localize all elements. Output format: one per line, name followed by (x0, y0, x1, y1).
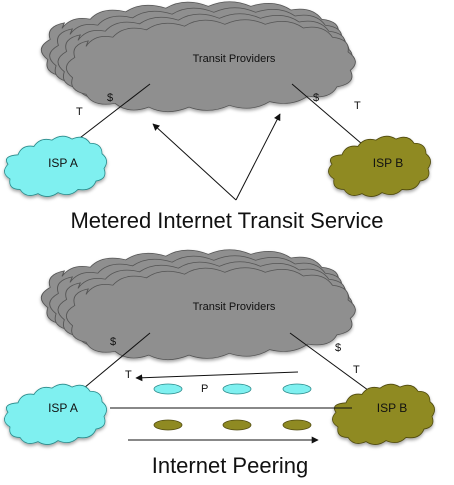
top-arrow-left (152, 123, 237, 201)
flow-arrow-to-isp-a (135, 371, 299, 382)
bottom-isp-a-label: ISP A (48, 401, 78, 415)
bottom-right-link-dollar: $ (335, 342, 341, 354)
packet-cyan-3 (282, 383, 312, 395)
top-left-link-t: T (76, 106, 83, 118)
top-caption: Metered Internet Transit Service (70, 208, 383, 233)
top-arrow-right (235, 113, 281, 201)
top-isp-b-label: ISP B (373, 156, 403, 170)
top-right-link-t: T (354, 100, 361, 112)
bottom-isp-b-label: ISP B (377, 401, 407, 415)
bottom-link-left (77, 332, 151, 394)
bottom-caption: Internet Peering (152, 453, 309, 478)
flow-t-label: T (125, 369, 132, 381)
top-left-link-dollar: $ (107, 92, 113, 104)
packet-olive-3 (282, 419, 312, 431)
packet-cyan-2 (222, 383, 252, 395)
bottom-right-link-t: T (353, 364, 360, 376)
packet-olive-1 (153, 419, 183, 431)
top-transit-label: Transit Providers (193, 53, 276, 65)
top-link-left (71, 83, 151, 145)
peering-p-label: P (201, 383, 208, 395)
packet-olive-2 (222, 419, 252, 431)
top-isp-a-label: ISP A (48, 156, 78, 170)
packet-cyan-1 (153, 383, 183, 395)
top-link-right (291, 83, 363, 145)
bottom-left-link-dollar: $ (110, 336, 116, 348)
bottom-transit-label: Transit Providers (193, 301, 276, 313)
bottom-link-right (289, 332, 373, 394)
top-right-link-dollar: $ (313, 92, 319, 104)
